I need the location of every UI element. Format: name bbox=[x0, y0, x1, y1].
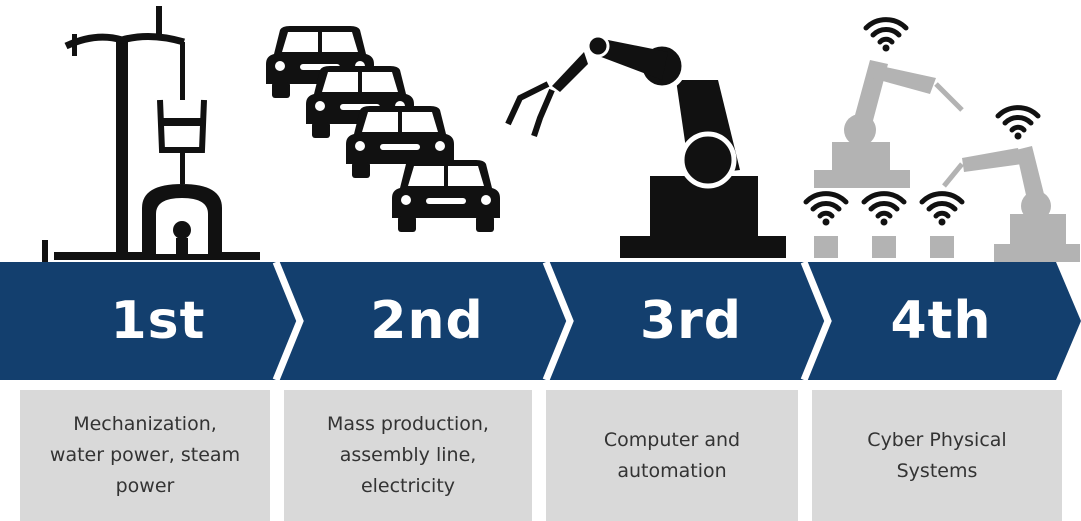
stage-3-label: 3rd bbox=[639, 291, 743, 351]
stage-4-description: Cyber Physical Systems bbox=[867, 428, 1007, 482]
stage-3-description: Computer and automation bbox=[603, 428, 741, 482]
stage-1-description: Mechanization, water power, steam power bbox=[49, 413, 241, 497]
car-assembly-line-icon bbox=[266, 26, 500, 232]
stage-1-label: 1st bbox=[110, 291, 206, 351]
chevron-divider-3 bbox=[800, 262, 832, 380]
stage-4-description-box: Cyber Physical Systems bbox=[812, 390, 1062, 521]
networked-robots-icon bbox=[806, 20, 1080, 262]
stage-2-label: 2nd bbox=[370, 291, 484, 351]
era-icons bbox=[42, 6, 1080, 262]
stage-2-description: Mass production, assembly line, electric… bbox=[327, 413, 489, 497]
chevron-divider-1 bbox=[272, 262, 304, 380]
timeline-band bbox=[0, 262, 1081, 380]
stage-2-description-box: Mass production, assembly line, electric… bbox=[284, 390, 532, 521]
steam-engine-icon bbox=[42, 6, 260, 262]
robot-arm-icon bbox=[505, 34, 786, 258]
chevron-divider-2 bbox=[542, 262, 574, 380]
stage-4-label: 4th bbox=[890, 291, 992, 351]
stage-3-description-box: Computer and automation bbox=[546, 390, 798, 521]
stage-1-description-box: Mechanization, water power, steam power bbox=[20, 390, 270, 521]
